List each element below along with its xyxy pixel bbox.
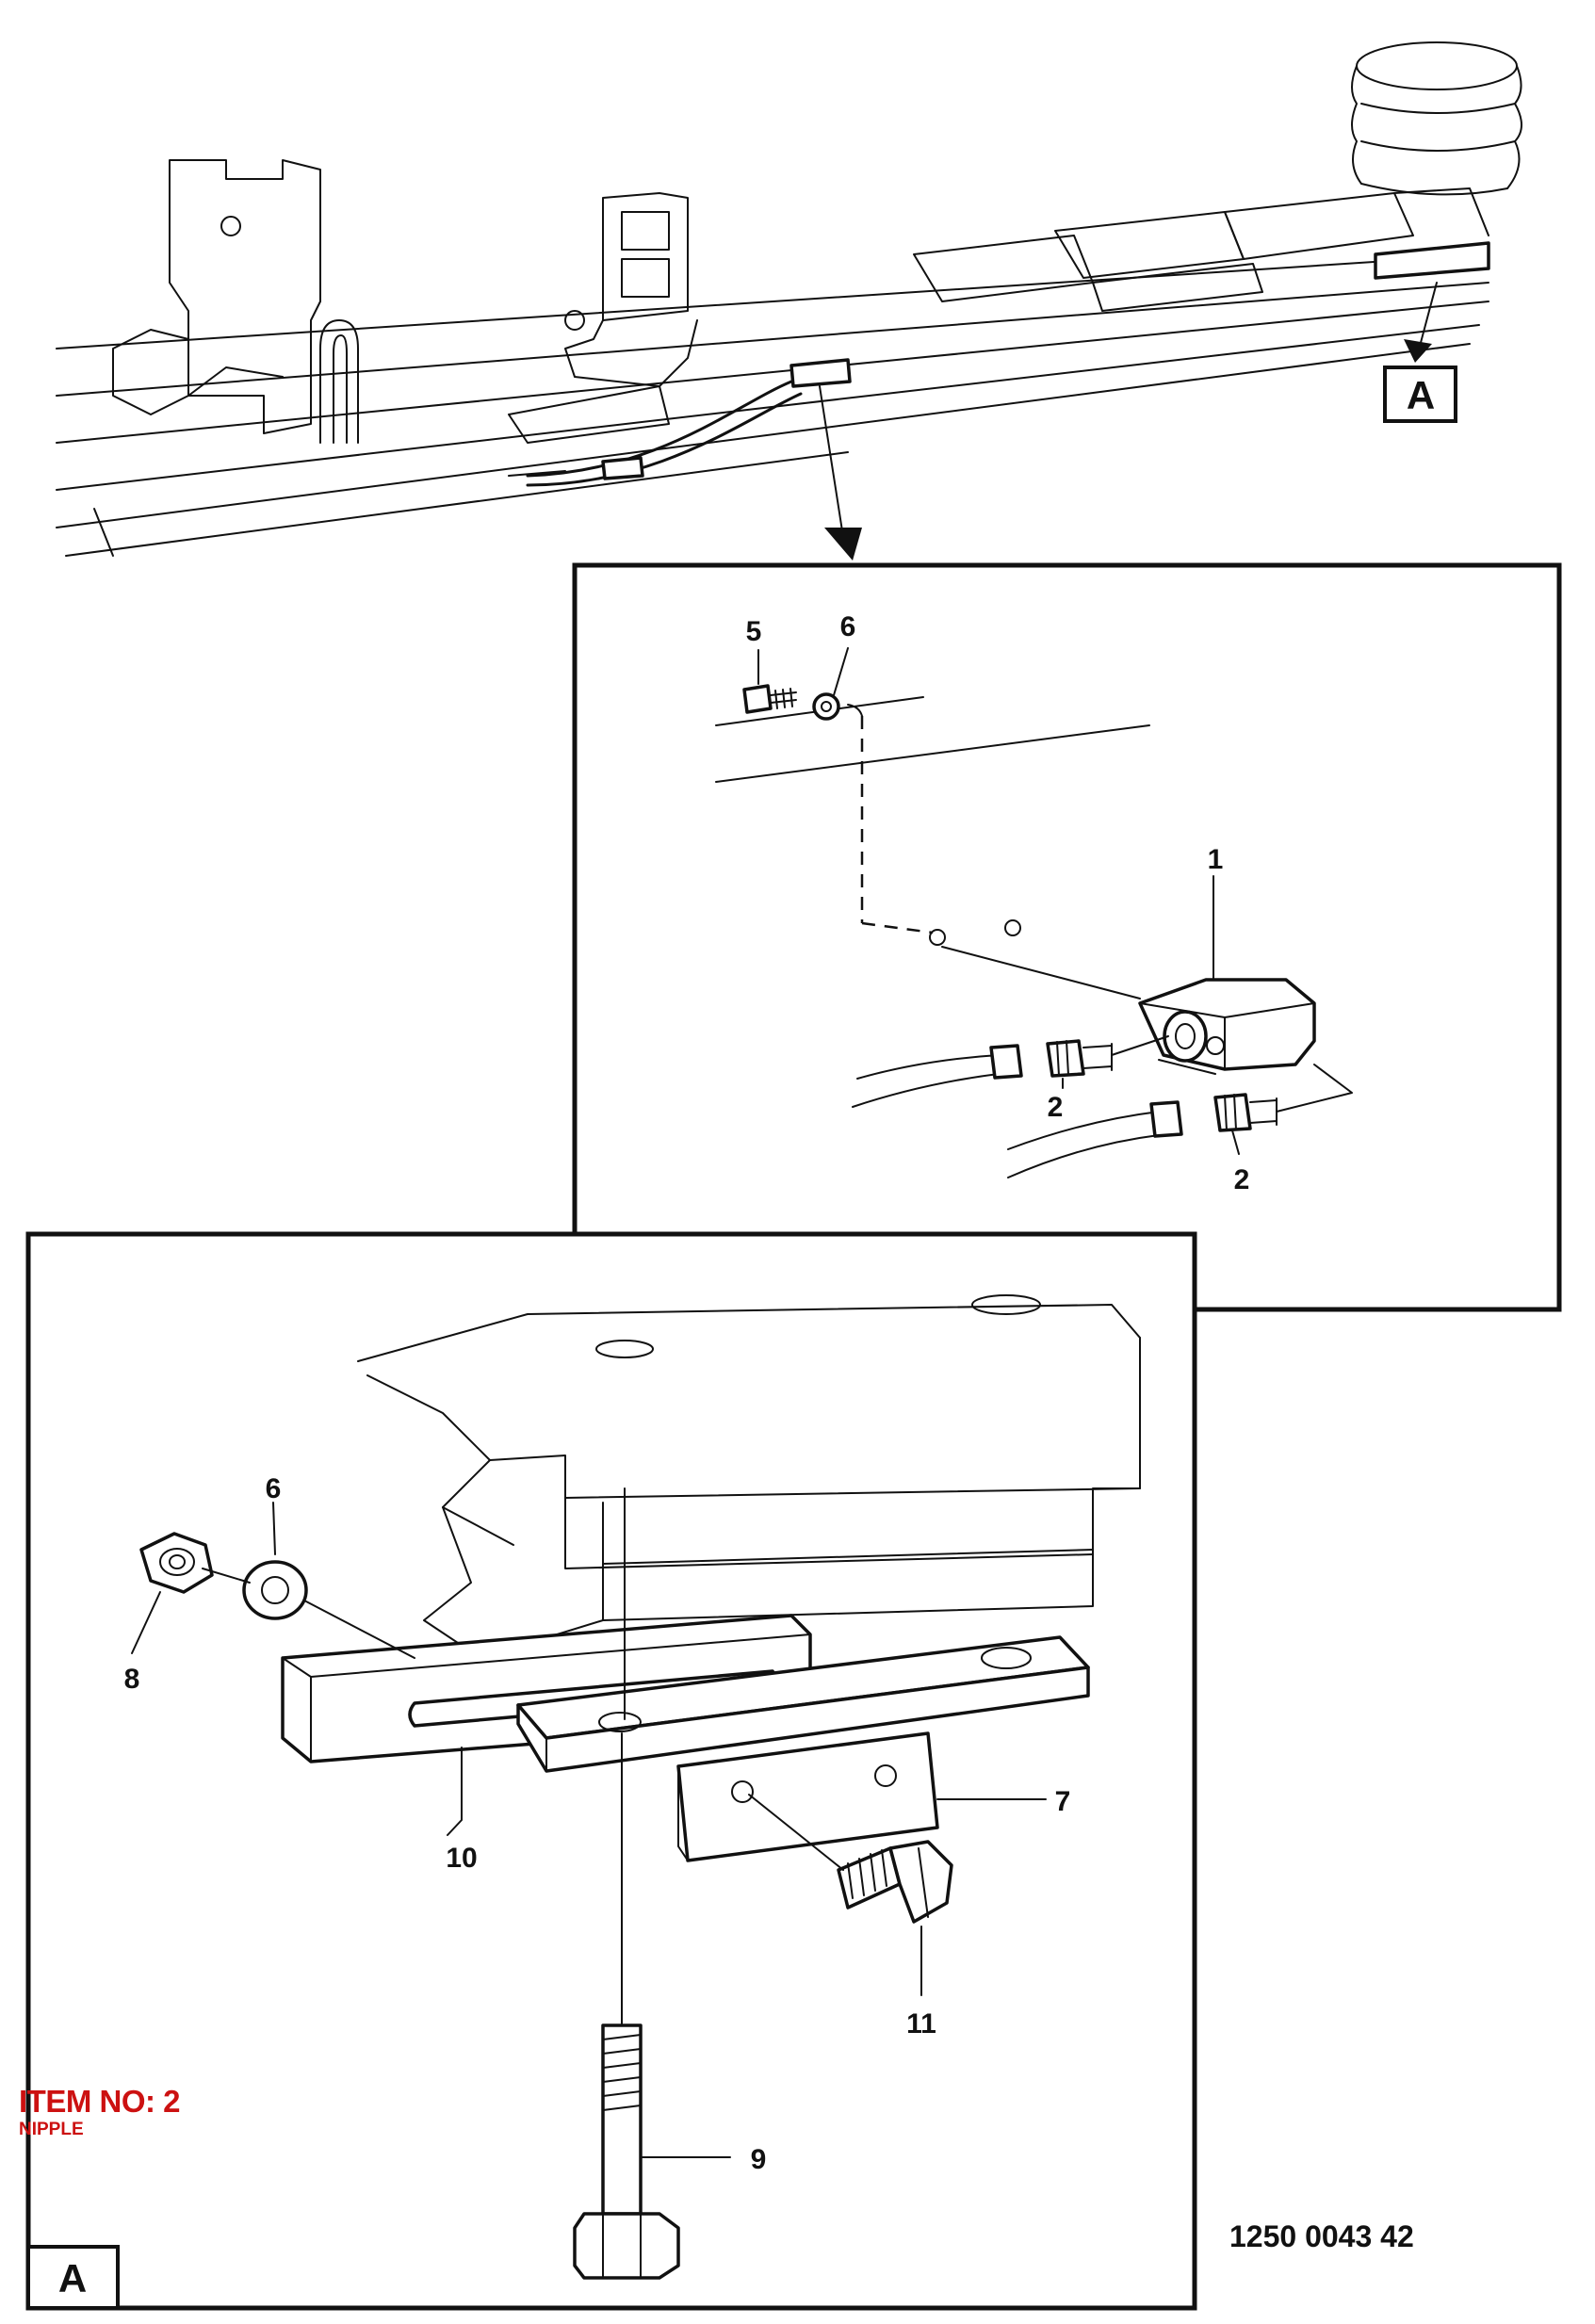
washer-6-detail1 (812, 692, 840, 721)
bolt-5 (742, 684, 797, 714)
svg-text:6: 6 (840, 611, 856, 642)
item-number-text: ITEM NO: 2 (19, 2084, 181, 2119)
detail-view-a: 6 8 7 10 11 9 A (25, 1231, 1197, 2311)
svg-text:8: 8 (124, 1664, 140, 1695)
washer-6-detailA (242, 1560, 308, 1620)
item-overlay: ITEM NO: 2 NIPPLE (19, 2084, 181, 2139)
svg-text:2: 2 (1048, 1092, 1064, 1123)
nut-8 (139, 1532, 214, 1594)
bolt-9 (573, 2023, 680, 2280)
svg-text:2: 2 (1234, 1164, 1250, 1195)
svg-text:9: 9 (751, 2144, 767, 2175)
svg-text:7: 7 (1055, 1786, 1071, 1817)
overview-chassis-rail (56, 41, 1522, 561)
connector-block-1 (1138, 978, 1316, 1075)
view-a-marker: A (1383, 366, 1457, 423)
svg-text:A: A (58, 2256, 87, 2300)
bolt-11 (837, 1840, 953, 1924)
item-description-text: NIPPLE (19, 2120, 84, 2139)
drawing-number: 1250 0043 42 (1229, 2219, 1414, 2253)
pipe-and-nipple-2a (852, 1035, 1169, 1108)
svg-text:6: 6 (266, 1473, 282, 1504)
detail-connector-view: 5 6 1 2 2 (572, 562, 1562, 1312)
svg-text:11: 11 (906, 2008, 936, 2040)
svg-text:1: 1 (1208, 844, 1224, 875)
pipe-and-nipple-2b (1007, 1064, 1353, 1178)
bracket-7 (676, 1731, 939, 1862)
svg-text:5: 5 (746, 616, 762, 647)
svg-text:A: A (1407, 373, 1435, 417)
svg-text:10: 10 (446, 1843, 477, 1874)
mounting-plate (516, 1635, 1090, 1773)
